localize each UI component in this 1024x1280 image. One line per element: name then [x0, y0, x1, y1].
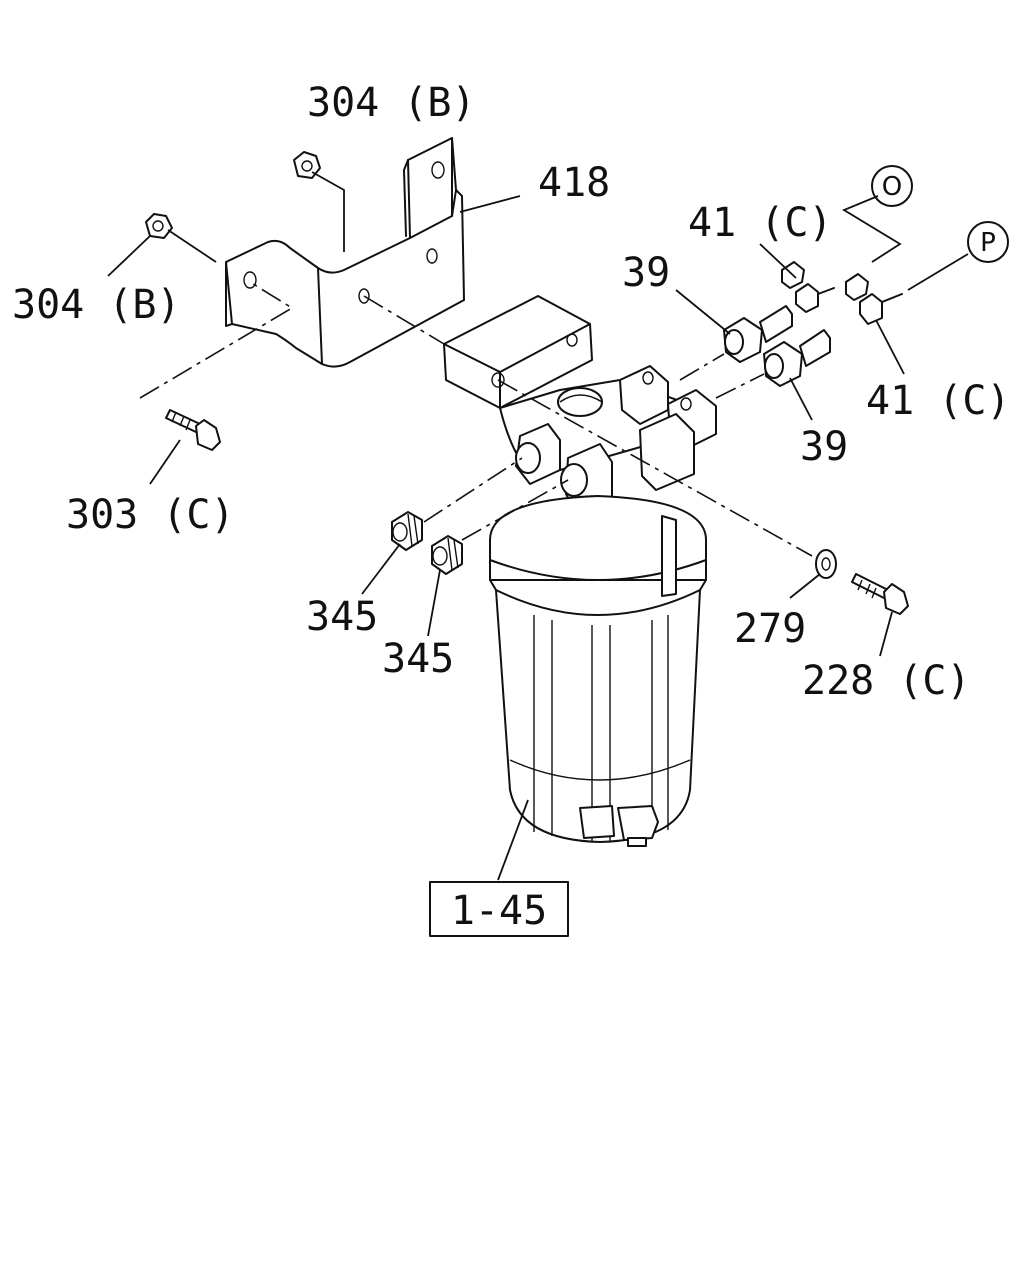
- filter-assembly-label: 1-45: [451, 888, 547, 934]
- washer-part: [815, 549, 837, 579]
- bolt-left-part: [165, 409, 221, 451]
- callout-fitting-lower: 39: [800, 424, 848, 470]
- callout-plug-2: 345: [382, 636, 454, 682]
- filter-bowl-part: [489, 495, 707, 847]
- leader-p: [907, 253, 969, 291]
- filter-head-part: [443, 295, 717, 517]
- bracket-part: [225, 137, 465, 368]
- leader-washer: [789, 573, 821, 599]
- leader-nut-top: [311, 171, 345, 252]
- callout-plug-1: 345: [306, 594, 378, 640]
- nut-top-part: [293, 151, 321, 179]
- callout-bolt-right: 228 (C): [802, 658, 971, 704]
- center-line-plug-1: [423, 457, 523, 523]
- clip-top-part: [781, 261, 835, 313]
- leader-bolt-right: [879, 611, 893, 657]
- connector-p-marker: P: [967, 221, 1009, 263]
- center-line-head-washer: [497, 379, 813, 557]
- connector-p-label: P: [980, 228, 996, 258]
- callout-fitting-upper: 39: [622, 250, 670, 296]
- callout-nut-left: 304 (B): [12, 282, 181, 328]
- filter-assembly-callout: 1-45: [429, 881, 569, 937]
- connector-o-marker: O: [871, 165, 913, 207]
- leader-nut-left-label: [107, 235, 151, 277]
- callout-clip-right: 41 (C): [866, 378, 1011, 424]
- callout-clip-top: 41 (C): [688, 200, 833, 246]
- leader-clip-right: [875, 319, 905, 375]
- center-line-bracket-bolt: [139, 281, 294, 399]
- leader-bolt-left: [149, 439, 181, 485]
- callout-nut-top: 304 (B): [307, 80, 476, 126]
- plug-2-part: [431, 535, 463, 575]
- leader-fitting-upper: [675, 289, 731, 335]
- callout-bolt-left: 303 (C): [66, 492, 235, 538]
- center-line-plug-2: [461, 479, 569, 541]
- center-line-bracket-head: [363, 295, 445, 345]
- plug-1-part: [391, 511, 423, 551]
- leader-plug-2: [427, 569, 441, 637]
- leader-fitting-lower: [789, 377, 813, 421]
- connector-o-label: O: [882, 172, 902, 202]
- center-line-fitting-1: [679, 353, 725, 381]
- leader-clip-top: [759, 243, 797, 279]
- clip-right-part: [845, 273, 903, 325]
- center-line-fitting-2: [715, 373, 765, 399]
- callout-washer: 279: [734, 606, 806, 652]
- callout-bracket: 418: [538, 160, 610, 206]
- bolt-right-part: [851, 573, 909, 615]
- leader-nut-left: [167, 229, 217, 263]
- leader-filter-assembly: [497, 799, 529, 881]
- leader-o-bracket: [842, 195, 902, 263]
- leader-plug-1: [361, 543, 401, 595]
- fitting-lower-part: [763, 329, 831, 387]
- nut-left-part: [145, 213, 173, 239]
- leader-bracket: [459, 195, 521, 213]
- fitting-upper-part: [723, 305, 793, 363]
